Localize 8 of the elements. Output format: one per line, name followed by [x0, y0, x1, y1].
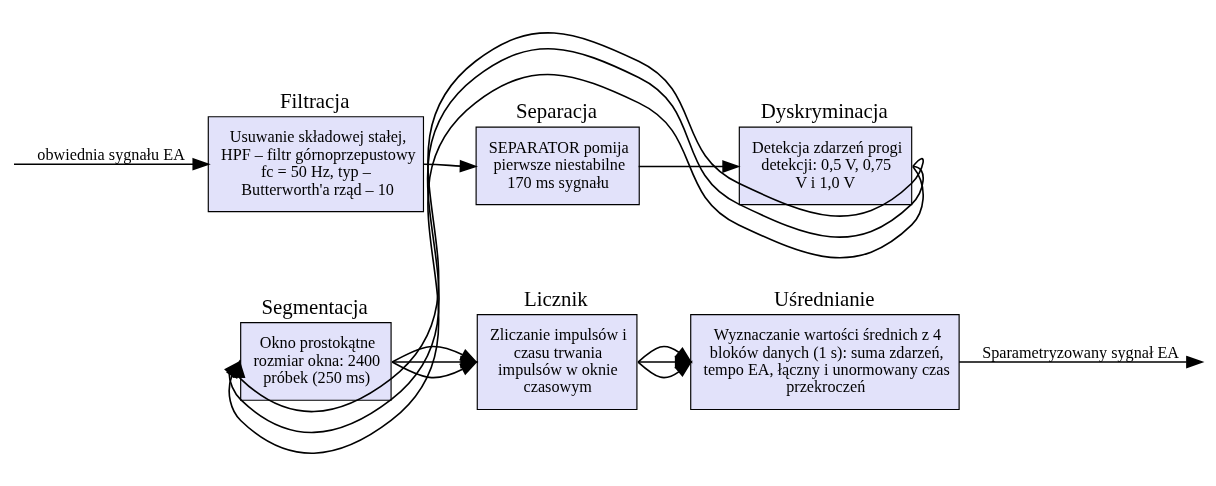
edge-label: obwiednia sygnału EA: [37, 145, 185, 164]
node-label: Dyskryminacja: [760, 99, 888, 124]
node-label: Filtracja: [280, 88, 350, 113]
edge-label: Sparametryzowany sygnał EA: [982, 343, 1180, 362]
node-label: Separacja: [516, 99, 597, 124]
node-label: Segmentacja: [261, 294, 368, 319]
node-label: Licznik: [524, 286, 588, 311]
node-label: Uśrednianie: [774, 286, 875, 311]
